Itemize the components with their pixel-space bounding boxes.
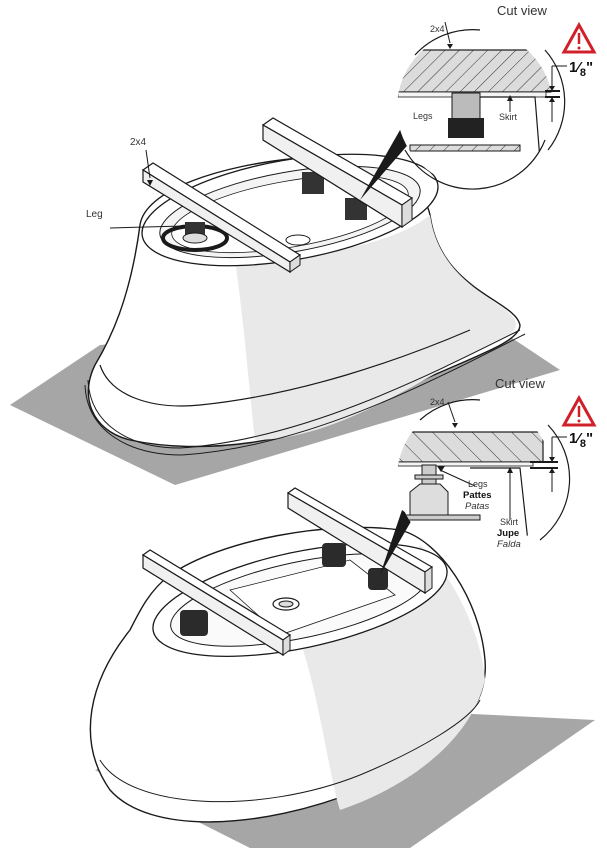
skirt-label-es: Falda (497, 539, 521, 550)
board-label-top: 2x4 (130, 137, 147, 148)
gap-measure-bottom: 1⁄8" (569, 430, 594, 450)
gap-numerator: 1 (569, 59, 578, 76)
gap-denominator: 8 (579, 67, 586, 79)
cut-view-bottom (397, 394, 597, 556)
warning-icon-bottom (561, 394, 597, 427)
leg-bottom-back (322, 543, 346, 567)
board-top-left (141, 162, 302, 274)
skirt-label-fr: Jupe (497, 528, 520, 539)
cut-view-top (397, 21, 597, 190)
cut-view-title-top: Cut view (497, 3, 547, 18)
gap-unit: " (585, 59, 594, 76)
gap-measure-top: 1⁄8" (569, 59, 594, 79)
top-tub-figure (10, 117, 560, 485)
leg-bottom-left (180, 610, 208, 636)
board-top-right (261, 117, 414, 229)
leg-top-left (161, 222, 229, 252)
leg-top-back (302, 172, 324, 194)
gap-numerator: 1 (569, 430, 578, 447)
skirt-label-top: Skirt (499, 112, 517, 122)
gap-unit: " (585, 430, 594, 447)
legs-label-en: Legs (468, 479, 488, 489)
gap-denominator: 8 (579, 438, 586, 450)
cut-view-title-bottom: Cut view (495, 376, 545, 391)
cut-board-label-top: 2x4 (430, 24, 445, 34)
board-bottom-right (286, 487, 434, 595)
legs-label-fr: Pattes (463, 490, 492, 501)
leg-bottom-right (368, 568, 388, 590)
bottom-tub-figure (89, 487, 595, 848)
leg-label-top: Leg (86, 209, 103, 220)
board-bottom-left (141, 549, 292, 657)
legs-label-es: Patas (465, 501, 490, 512)
skirt-label-en: Skirt (500, 517, 518, 527)
legs-label-top: Legs (413, 111, 433, 121)
cut-board-label-bottom: 2x4 (430, 397, 445, 407)
warning-icon-top (561, 21, 597, 54)
leg-top-right (345, 198, 367, 220)
